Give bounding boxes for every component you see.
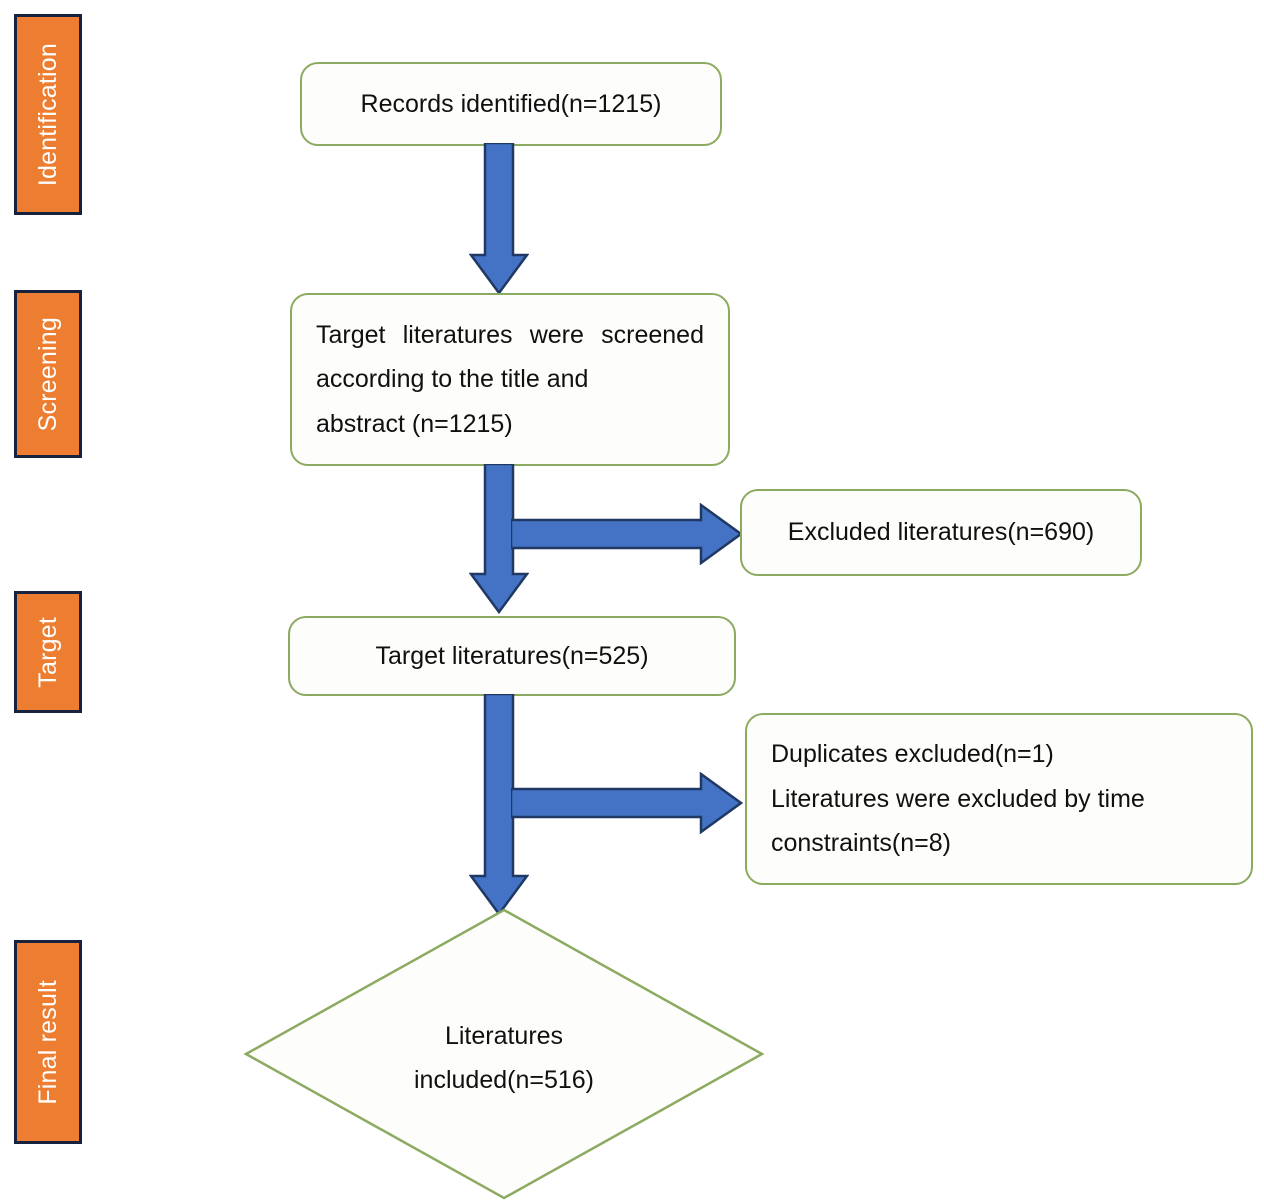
stage-label-target-text: Target xyxy=(33,616,62,688)
arrow-screened-to-excluded xyxy=(511,503,743,565)
node-duplicates-line2: Literatures were excluded by time xyxy=(771,784,1145,813)
node-excluded-literatures: Excluded literatures(n=690) xyxy=(740,489,1142,576)
node-screened-text-body: Target literatures were screened accordi… xyxy=(316,320,704,394)
arrow-identified-to-screened xyxy=(469,143,529,295)
arrow-target-to-included xyxy=(469,694,529,916)
node-literatures-included-line1: Literatures xyxy=(444,1022,564,1050)
node-records-identified-text: Records identified(n=1215) xyxy=(360,89,662,118)
node-target-literatures-text: Target literatures(n=525) xyxy=(375,641,649,670)
node-duplicates-line1: Duplicates excluded(n=1) xyxy=(771,740,1054,769)
diamond-shape xyxy=(244,908,764,1200)
node-literatures-included: Literatures included(n=516) xyxy=(244,908,764,1200)
arrow-target-to-duplicates xyxy=(511,772,743,834)
stage-label-final-result-text: Final result xyxy=(33,979,62,1105)
stage-label-screening: Screening xyxy=(14,290,82,458)
node-duplicates-line3: constraints(n=8) xyxy=(771,829,951,858)
node-target-literatures-screened: Target literatures were screened accordi… xyxy=(290,293,730,466)
stage-label-identification-text: Identification xyxy=(33,42,62,187)
node-literatures-included-line2: included(n=516) xyxy=(414,1066,594,1094)
node-screened-text-tail: abstract (n=1215) xyxy=(316,409,513,438)
node-duplicates-and-time-excluded: Duplicates excluded(n=1) Literatures wer… xyxy=(745,713,1253,885)
arrow-screened-to-target xyxy=(469,464,529,614)
stage-label-identification: Identification xyxy=(14,14,82,215)
node-target-literatures: Target literatures(n=525) xyxy=(288,616,736,696)
stage-label-final-result: Final result xyxy=(14,940,82,1144)
node-records-identified: Records identified(n=1215) xyxy=(300,62,722,146)
node-excluded-literatures-text: Excluded literatures(n=690) xyxy=(787,518,1095,547)
stage-label-target: Target xyxy=(14,591,82,713)
stage-label-screening-text: Screening xyxy=(33,316,62,432)
